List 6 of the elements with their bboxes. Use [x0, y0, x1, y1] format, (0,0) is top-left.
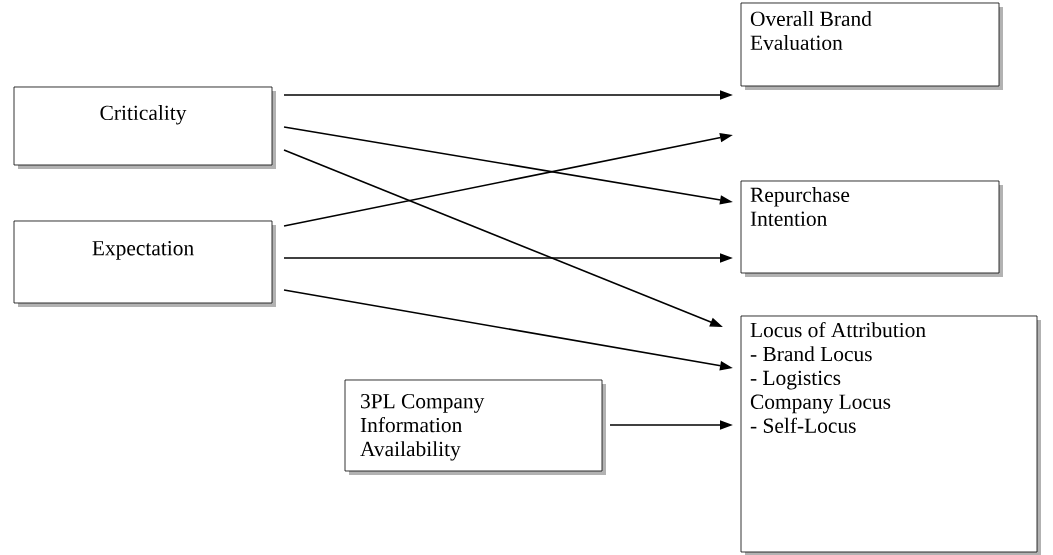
text-box: Repurchase Intention	[740, 180, 1003, 277]
text-box: Expectation	[13, 220, 276, 307]
text-box: 3PL Company Information Availability	[344, 379, 606, 475]
text-box: Locus of Attribution - Brand Locus - Logistics Company Locus - Self-Locus	[740, 315, 1041, 555]
text-box: Criticality	[13, 86, 276, 169]
text-box: Overall Brand Evaluation	[740, 2, 1003, 90]
